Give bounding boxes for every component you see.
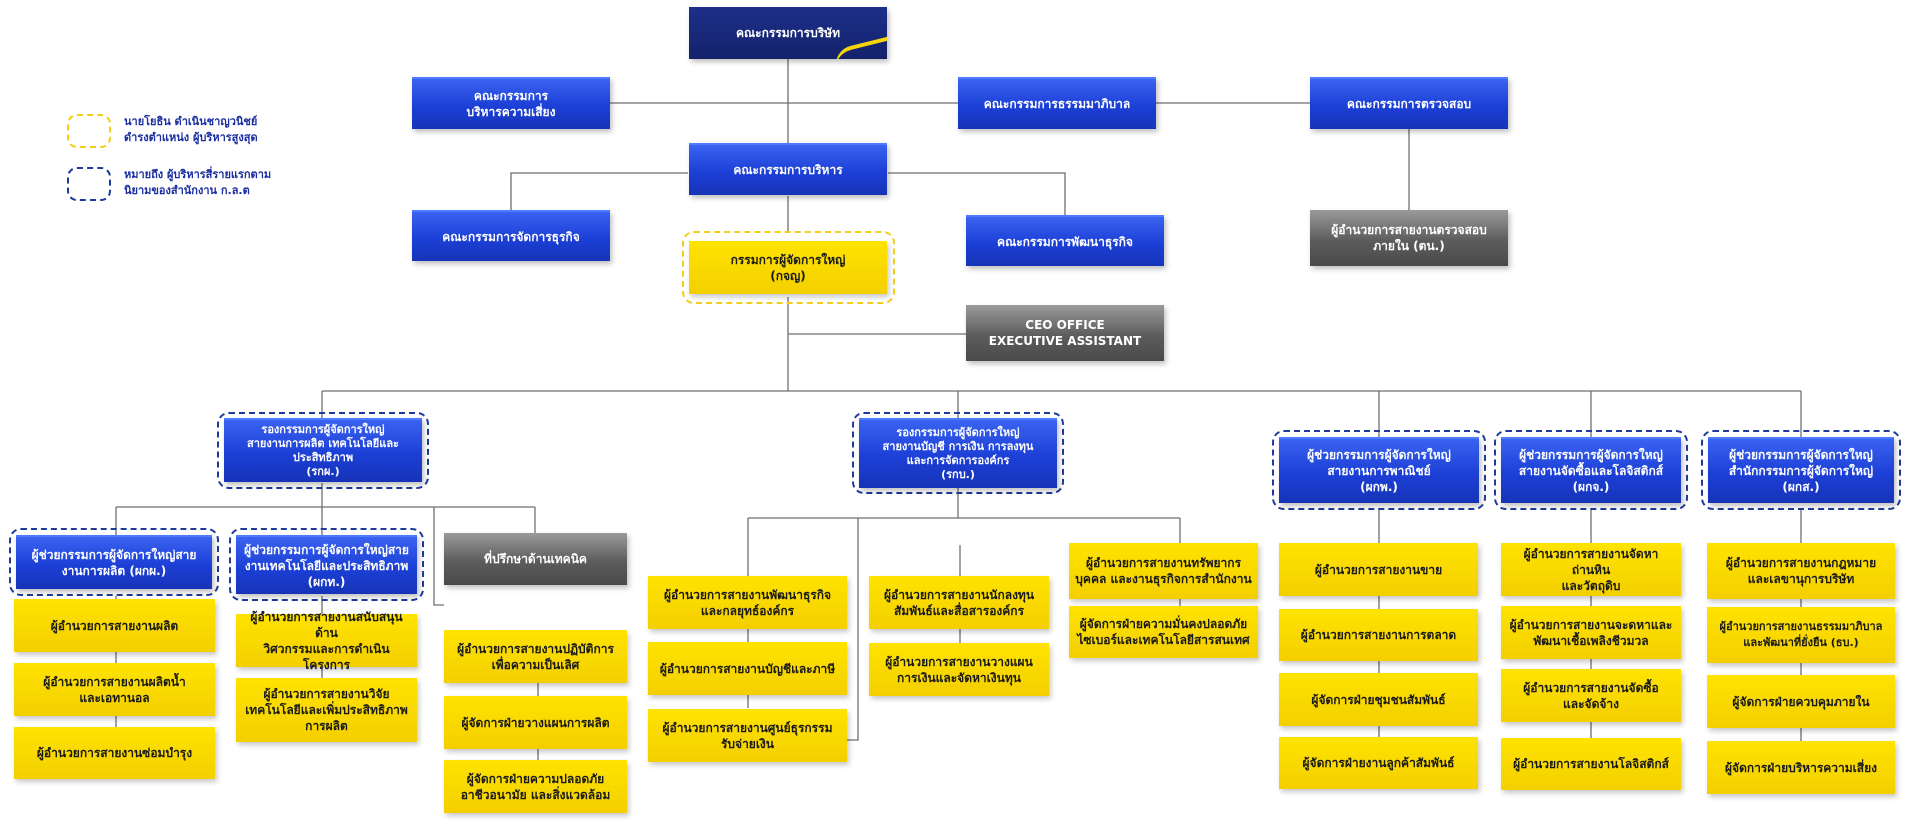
business-management-committee-box: คณะกรรมการจัดการธุรกิจ xyxy=(412,210,610,261)
biomass-fuel-director-box: ผู้อำนวยการสายงานจะดหาและ พัฒนาเชื้อเพลิ… xyxy=(1501,606,1681,659)
svp-production-frame xyxy=(217,412,429,489)
business-development-committee-box: คณะกรรมการพัฒนาธุรกิจ xyxy=(966,215,1164,266)
svp-finance-box: รองกรรมการผู้จัดการใหญ่ สายงานบัญชี การเ… xyxy=(859,418,1057,488)
svp-production-box: รองกรรมการผู้จัดการใหญ่ สายงานการผลิต เท… xyxy=(224,418,422,482)
human-resources-director-box: ผู้อำนวยการสายงานทรัพยากร บุคคล และงานธุ… xyxy=(1069,543,1258,599)
legend-ceo-text: นายโยธิน ดำเนินชาญวนิชย์ ดำรงตำแหน่ง ผู้… xyxy=(124,115,258,144)
production-planning-manager-box: ผู้จัดการฝ่ายวางแผนการผลิต xyxy=(444,696,627,749)
community-relations-manager-box: ผู้จัดการฝ่ายชุมชนสัมพันธ์ xyxy=(1279,673,1478,726)
production-director-box: ผู้อำนวยการสายงานผลิต xyxy=(14,599,215,652)
governance-committee-box: คณะกรรมการธรรมมาภิบาล xyxy=(958,77,1156,129)
ceo-highlight-frame xyxy=(682,231,895,304)
cyber-security-manager-box: ผู้จัดการฝ่ายความมั่นคงปลอดภัย ไซเบอร์แล… xyxy=(1069,606,1258,658)
risk-committee-box: คณะกรรมการ บริหารความเสี่ยง xyxy=(412,77,610,129)
financial-planning-director-box: ผู้อำนวยการสายงานวางแผน การเงินและจัดหาเ… xyxy=(869,643,1049,696)
svp-finance-frame xyxy=(852,412,1064,494)
avp-commercial-box: ผู้ช่วยกรรมการผู้จัดการใหญ่ สายงานการพาณ… xyxy=(1279,437,1479,503)
legend-ceo-swatch xyxy=(67,114,111,148)
avp-procurement-frame xyxy=(1494,430,1688,510)
avp-technology-box: ผู้ช่วยกรรมการผู้จัดการใหญ่สาย งานเทคโนโ… xyxy=(236,535,417,594)
purchasing-director-box: ผู้อำนวยการสายงานจัดซื้อ และจัดจ้าง xyxy=(1501,669,1681,722)
legal-secretary-director-box: ผู้อำนวยการสายงานกฎหมาย และเลขานุการบริษ… xyxy=(1707,543,1895,599)
legend-executive-text: หมายถึง ผู้บริหารสี่รายแรกตาม นิยามของสำ… xyxy=(124,168,272,197)
research-technology-director-box: ผู้อำนวยการสายงานวิจัย เทคโนโลยีและเพิ่ม… xyxy=(236,678,417,742)
avp-commercial-frame xyxy=(1272,430,1486,510)
safety-environment-manager-box: ผู้จัดการฝ่ายความปลอดภัย อาชีวอนามัย และ… xyxy=(444,760,627,813)
engineering-support-director-box: ผู้อำนวยการสายงานสนับสนุนด้าน วิศวกรรมแล… xyxy=(236,610,417,672)
operational-excellence-director-box: ผู้อำนวยการสายงานปฏิบัติการ เพื่อความเป็… xyxy=(444,630,627,683)
customer-relations-manager-box: ผู้จัดการฝ่ายงานลูกค้าสัมพันธ์ xyxy=(1279,737,1478,789)
technical-advisor-box: ที่ปรึกษาด้านเทคนิค xyxy=(444,533,627,585)
legend-executive-swatch xyxy=(67,167,111,201)
ceo-box: กรรมการผู้จัดการใหญ่ (กจญ) xyxy=(689,241,887,294)
avp-procurement-box: ผู้ช่วยกรรมการผู้จัดการใหญ่ สายงานจัดซื้… xyxy=(1501,437,1681,503)
water-ethanol-director-box: ผู้อำนวยการสายงานผลิตน้ำ และเอทานอล xyxy=(14,663,215,716)
risk-management-manager-box: ผู้จัดการฝ่ายบริหารความเสี่ยง xyxy=(1707,741,1895,794)
business-strategy-director-box: ผู้อำนวยการสายงานพัฒนาธุรกิจ และกลยุทธ์อ… xyxy=(648,576,847,629)
coal-sourcing-director-box: ผู้อำนวยการสายงานจัดหาถ่านหิน และวัตถุดิ… xyxy=(1501,543,1681,596)
logistics-director-box: ผู้อำนวยการสายงานโลจิสติกส์ xyxy=(1501,738,1681,790)
marketing-director-box: ผู้อำนวยการสายงานการตลาด xyxy=(1279,609,1478,661)
avp-office-box: ผู้ช่วยกรรมการผู้จัดการใหญ่ สำนักกรรมการ… xyxy=(1708,437,1894,503)
sales-director-box: ผู้อำนวยการสายงานขาย xyxy=(1279,543,1478,596)
investor-relations-director-box: ผู้อำนวยการสายงานนักลงทุน สัมพันธ์และสื่… xyxy=(869,576,1049,629)
board-label: คณะกรรมการบริษัท xyxy=(735,26,840,40)
maintenance-director-box: ผู้อำนวยการสายงานซ่อมบำรุง xyxy=(14,727,215,779)
avp-office-frame xyxy=(1701,430,1901,510)
avp-technology-frame xyxy=(229,528,424,601)
ceo-office-box: CEO OFFICE EXECUTIVE ASSISTANT xyxy=(966,305,1164,361)
board-of-directors-box: คณะกรรมการบริษัท xyxy=(689,7,887,59)
transaction-center-director-box: ผู้อำนวยการสายงานศูนย์ธุรกรรม รับจ่ายเงิ… xyxy=(648,709,847,762)
internal-audit-box: ผู้อำนวยการสายงานตรวจสอบ ภายใน (ตน.) xyxy=(1310,210,1508,266)
executive-committee-box: คณะกรรมการบริหาร xyxy=(689,143,887,195)
audit-committee-box: คณะกรรมการตรวจสอบ xyxy=(1310,77,1508,129)
governance-sustainability-director-box: ผู้อำนวยการสายงานธรรมมาภิบาล และพัฒนาที่… xyxy=(1707,607,1895,663)
avp-production-box: ผู้ช่วยกรรมการผู้จัดการใหญ่สาย งานการผลิ… xyxy=(16,535,212,589)
avp-production-frame xyxy=(9,528,219,596)
internal-control-manager-box: ผู้จัดการฝ่ายควบคุมภายใน xyxy=(1707,675,1895,728)
accounting-tax-director-box: ผู้อำนวยการสายงานบัญชีและภาษี xyxy=(648,642,847,695)
